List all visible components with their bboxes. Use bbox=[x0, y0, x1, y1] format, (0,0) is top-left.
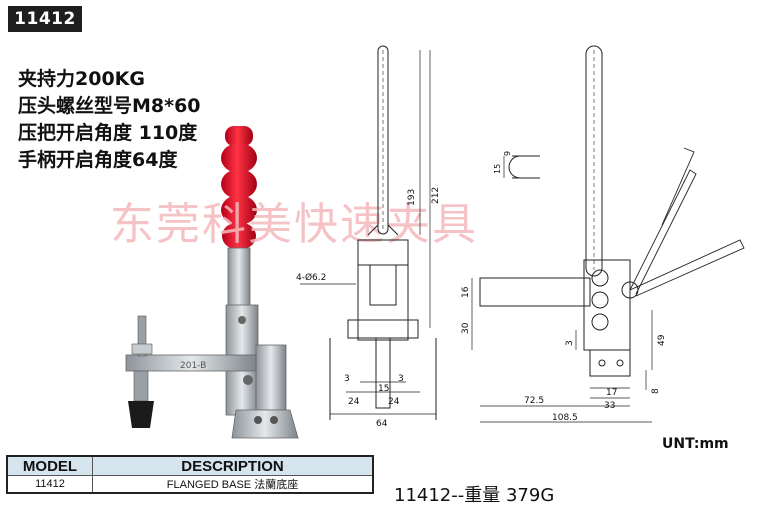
front-view bbox=[329, 45, 437, 420]
cell-model: 11412 bbox=[6, 475, 93, 494]
dim-49: 49 bbox=[657, 334, 667, 346]
weight-text: 11412--重量 379G bbox=[394, 485, 555, 506]
model-badge: 11412 bbox=[8, 6, 82, 32]
dim-3-right: 3 bbox=[398, 374, 404, 384]
dim-hole: 4-Ø6.2 bbox=[296, 272, 326, 283]
dim-3-side: 3 bbox=[565, 340, 575, 346]
table-row: 11412 FLANGED BASE 法蘭底座 bbox=[6, 475, 374, 494]
dim-24-right: 24 bbox=[388, 397, 400, 407]
dim-24-left: 24 bbox=[348, 397, 360, 407]
dim-72-5: 72.5 bbox=[524, 396, 544, 406]
header-description: DESCRIPTION bbox=[92, 455, 374, 476]
dim-30: 30 bbox=[461, 322, 471, 334]
dim-9: 9 bbox=[503, 151, 512, 156]
spec-list: 夹持力200KG 压头螺丝型号M8*60 压把开启角度 110度 手柄开启角度6… bbox=[18, 66, 201, 174]
cell-description: FLANGED BASE 法蘭底座 bbox=[92, 475, 374, 494]
model-table: MODEL DESCRIPTION 11412 FLANGED BASE 法蘭底… bbox=[6, 455, 374, 494]
dim-33: 33 bbox=[604, 401, 615, 411]
side-dimensions bbox=[471, 278, 653, 423]
table-header-row: MODEL DESCRIPTION bbox=[6, 455, 374, 476]
side-view bbox=[479, 45, 745, 377]
front-dimensions bbox=[300, 50, 436, 415]
dim-3-left: 3 bbox=[344, 374, 350, 384]
dim-108-5: 108.5 bbox=[552, 413, 578, 423]
dim-15-detail: 15 bbox=[493, 164, 502, 174]
header-model: MODEL bbox=[6, 455, 93, 476]
spec-handle-opening-angle: 手柄开启角度64度 bbox=[18, 149, 178, 171]
photo-stamp: 201-B bbox=[180, 361, 206, 371]
red-handle-grip bbox=[221, 126, 257, 250]
spec-spindle-screw: 压头螺丝型号M8*60 bbox=[18, 95, 201, 117]
spec-clamping-force: 夹持力200KG bbox=[18, 68, 145, 90]
spindle-detail bbox=[503, 155, 540, 179]
dim-8: 8 bbox=[651, 388, 661, 394]
dim-193: 193 bbox=[407, 189, 417, 206]
spec-bar-opening-angle: 压把开启角度 110度 bbox=[18, 122, 198, 144]
dim-15: 15 bbox=[378, 384, 389, 394]
dim-16: 16 bbox=[461, 286, 471, 298]
technical-drawing: 193 212 4-Ø6.2 3 3 15 24 24 64 15 9 16 bbox=[296, 45, 745, 429]
product-photo: 201-B bbox=[125, 126, 299, 439]
dim-212: 212 bbox=[431, 187, 441, 204]
rubber-tip bbox=[128, 401, 154, 428]
dim-64: 64 bbox=[376, 419, 388, 429]
dim-17: 17 bbox=[606, 388, 617, 398]
unit-label: UNT:mm bbox=[662, 436, 729, 452]
watermark: 东莞科美快速夹具 bbox=[110, 199, 478, 250]
